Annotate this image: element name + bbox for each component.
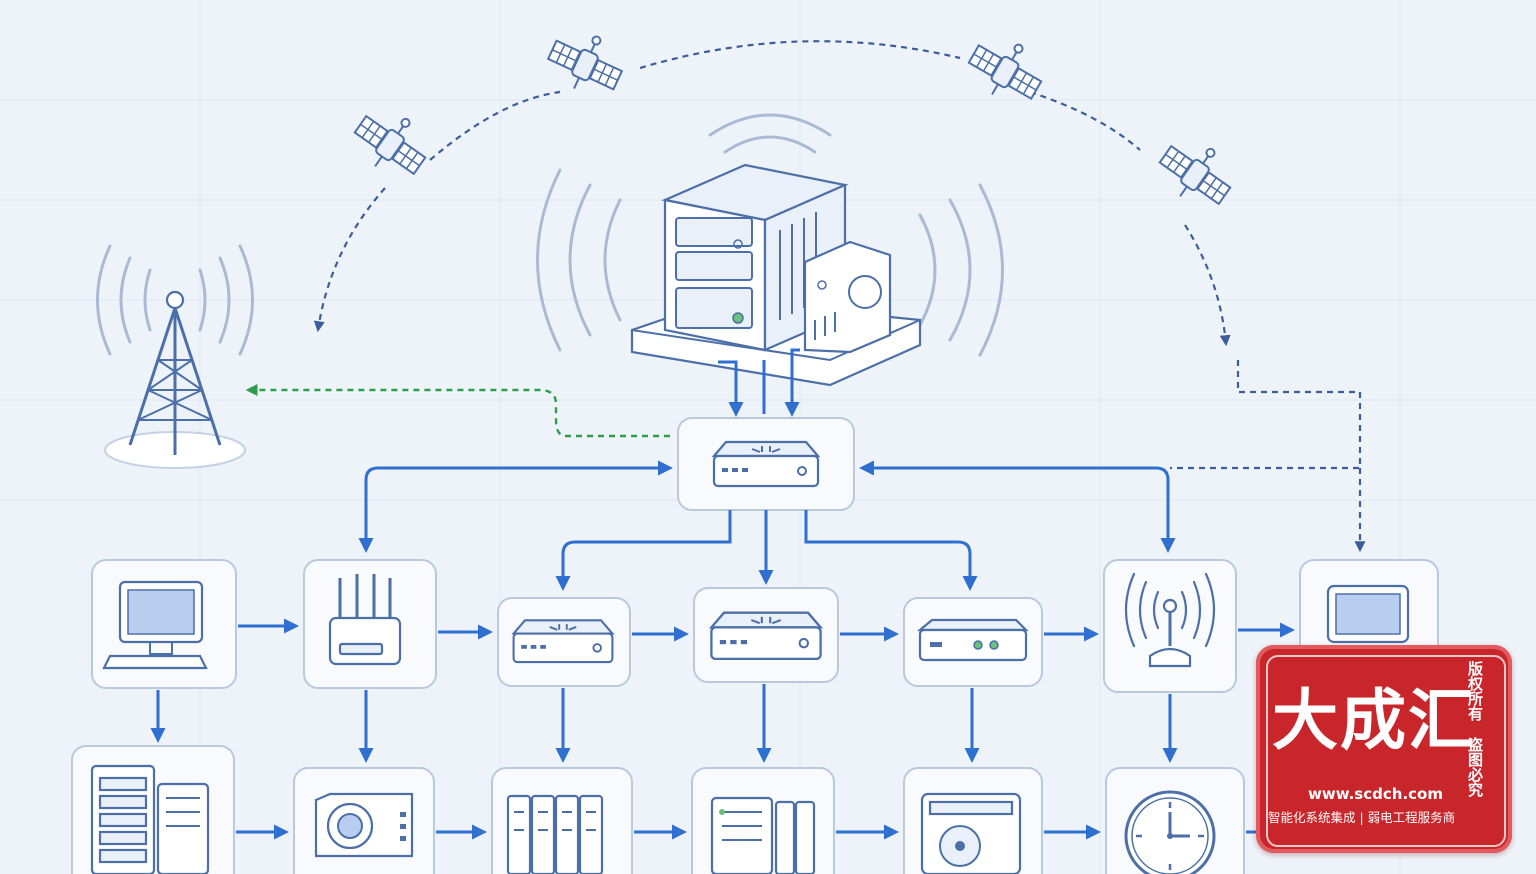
camera-icon: [314, 792, 414, 858]
edge-sat4-monitor-b: [1170, 360, 1362, 470]
watermark-stamp: 大成汇 版权所有 盗图必究 www.scdch.com 智能化系统集成 | 弱电…: [1256, 645, 1512, 853]
router-icon: [710, 611, 822, 661]
cell-tower-icon: [96, 244, 254, 469]
router-icon: [712, 440, 820, 488]
satellite-icon: [1149, 127, 1244, 218]
monitor-icon: [1326, 584, 1410, 644]
computer-icon: [102, 580, 208, 670]
edge-sat3-sat4: [1029, 90, 1141, 151]
clock-icon: [1124, 790, 1216, 874]
stamp-border: [1266, 655, 1506, 847]
satellite-links: [313, 40, 1366, 553]
stamp-title: 大成汇: [1272, 682, 1476, 759]
satellite-icon: [344, 97, 439, 188]
stamp-side-text-1: 版权所有: [1466, 661, 1484, 721]
row-links: [150, 684, 1178, 763]
server-icon: [536, 113, 1004, 387]
edge-sat1-sat2: [429, 90, 561, 161]
edge-server-switch-1: [718, 360, 744, 417]
antenna-icon: [1124, 572, 1216, 668]
stamp-url: www.scdch.com: [1308, 785, 1443, 803]
edge-server-switch-3: [784, 348, 800, 417]
core-switch-links: [358, 460, 1176, 591]
server-rack-icon: [90, 764, 210, 874]
wifi-router-icon: [328, 574, 402, 666]
edge-sat1-tower: [313, 187, 386, 333]
storage-icon: [506, 794, 604, 874]
row1-links: [238, 618, 1295, 642]
disk-icon: [920, 792, 1022, 874]
router-icon: [512, 619, 614, 664]
satellite-icon: [540, 20, 632, 105]
edge-sat4-monitor-a: [1184, 224, 1231, 347]
edge-sat2-sat3: [639, 40, 961, 70]
edge-switch-tower: [245, 384, 670, 438]
blade-server-icon: [710, 796, 816, 874]
stamp-tagline: 智能化系统集成 | 弱电工程服务商: [1268, 810, 1456, 825]
switch-icon: [916, 618, 1029, 662]
stamp-side-text-2: 盗图必究: [1466, 737, 1484, 797]
